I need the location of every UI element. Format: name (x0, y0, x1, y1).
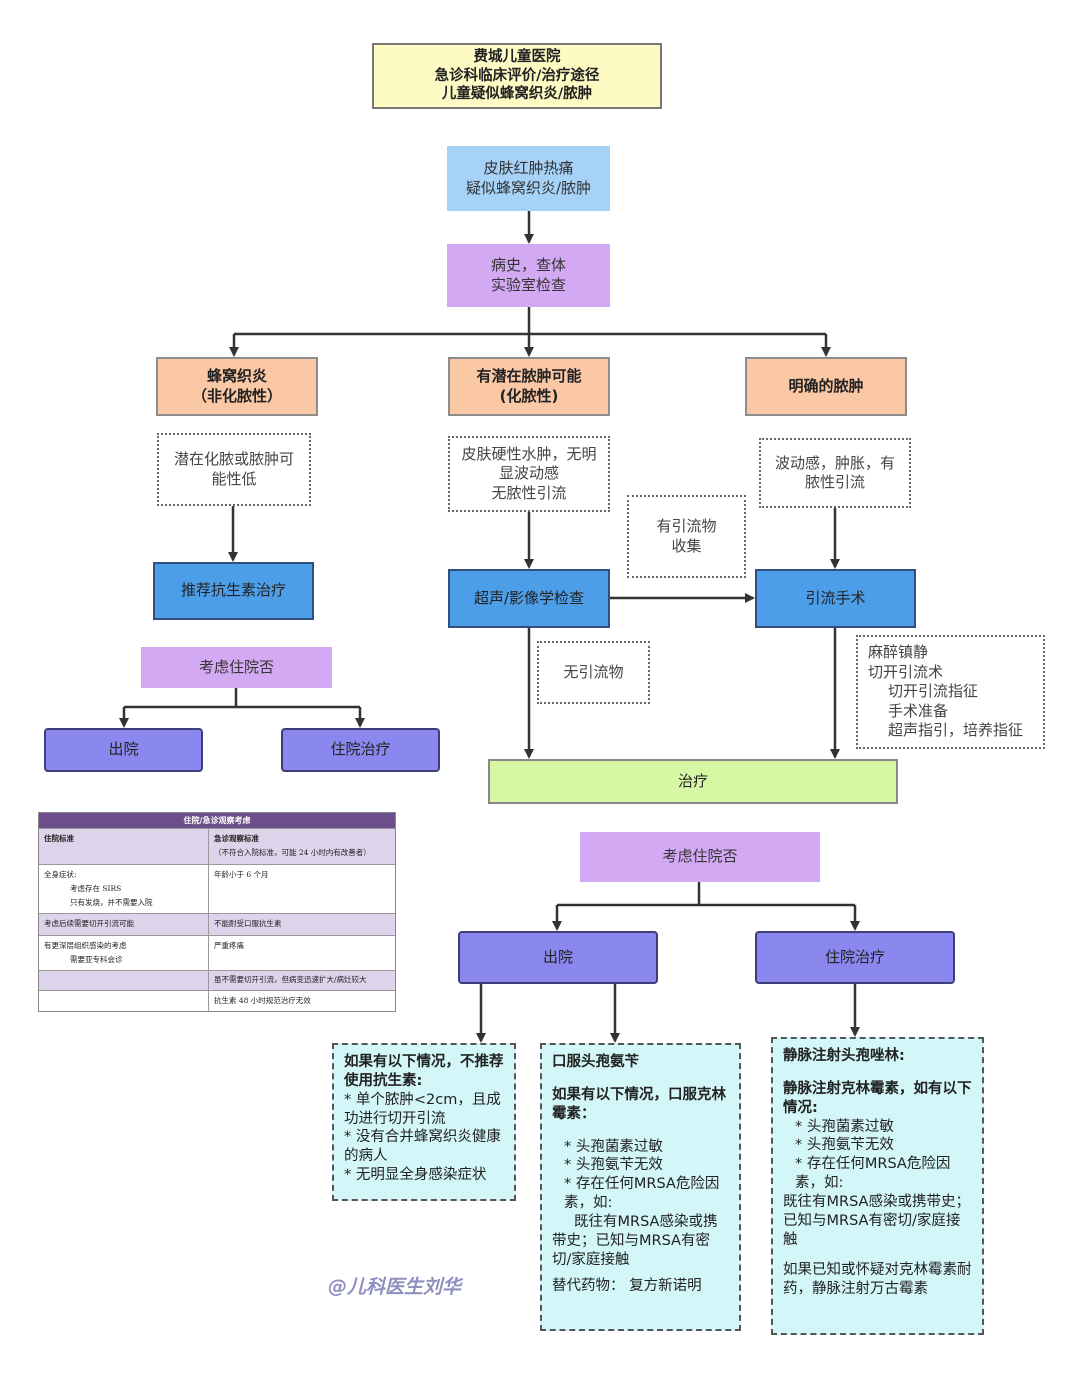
consider-admission-left: 考虑住院否 (141, 647, 332, 688)
discharge-left-box: 出院 (44, 728, 203, 772)
table-cell: 全身症状: 考虑存在 SIRS 只有发烧，并不需要入院 (39, 864, 209, 914)
no-fluid-note: 无引流物 (537, 641, 650, 704)
consider-admission-right: 考虑住院否 (580, 832, 820, 882)
discharge-right-box: 出院 (458, 931, 658, 984)
table-cell: 有更深层组织感染的考虑 需要亚专科会诊 (39, 935, 209, 970)
oral-antibiotics-box: 口服头孢氨苄 如果有以下情况，口服克林霉素： * 头孢菌素过敏 * 头孢氨苄无效… (540, 1043, 741, 1331)
watermark: @儿科医生刘华 (328, 1276, 462, 1298)
imaging-box: 超声/影像学检查 (448, 569, 610, 628)
table-cell (39, 990, 209, 1011)
low-risk-note: 潜在化脓或脓肿可 能性低 (157, 433, 311, 506)
possible-abscess-box: 有潜在脓肿可能 (化脓性) (448, 357, 610, 416)
workup-box: 病史，查体 实验室检查 (447, 244, 610, 307)
table-cell: 抗生素 48 小时规范治疗无效 (214, 995, 311, 1005)
pathway-title: 费城儿童医院 急诊科临床评价/治疗途径 儿童疑似蜂窝织炎/脓肿 (372, 43, 662, 109)
no-antibiotics-box: 如果有以下情况，不推荐使用抗生素: * 单个脓肿<2cm，且成功进行切开引流 *… (332, 1043, 516, 1201)
table-header-row: 住院标准 急诊观察标准 （不符合入院标准，可能 24 小时内有改善者） (39, 828, 395, 864)
presentation-box: 皮肤红肿热痛 疑似蜂窝织炎/脓肿 (447, 146, 610, 211)
table-cell: 虽不需要切开引流，但病变迅速扩大/病灶较大 (214, 975, 367, 984)
table-header-observation: 急诊观察标准 （不符合入院标准，可能 24 小时内有改善者） (214, 834, 371, 858)
abscess-box: 明确的脓肿 (745, 357, 907, 416)
table-header-admission: 住院标准 (39, 829, 209, 864)
table-cell: 年龄小于 6 个月 (214, 869, 269, 879)
table-cell: 考虑后续需要切开引流可能 (39, 914, 209, 935)
procedure-note: 麻醉镇静 切开引流术 切开引流指征 手术准备 超声指引，培养指征 (856, 635, 1045, 749)
table-title: 住院/急诊观察考虑 (39, 813, 395, 828)
table-row: 全身症状: 考虑存在 SIRS 只有发烧，并不需要入院 年龄小于 6 个月 (39, 863, 395, 914)
admission-criteria-table: 住院/急诊观察考虑 住院标准 急诊观察标准 （不符合入院标准，可能 24 小时内… (38, 812, 396, 1012)
table-row: 考虑后续需要切开引流可能 不能耐受口服抗生素 (39, 913, 395, 935)
treatment-box: 治疗 (488, 759, 898, 804)
fluid-collected-note: 有引流物 收集 (627, 495, 746, 578)
table-row: 抗生素 48 小时规范治疗无效 (39, 989, 395, 1011)
table-row: 虽不需要切开引流，但病变迅速扩大/病灶较大 (39, 970, 395, 990)
fluctuance-note: 波动感，肿胀，有 脓性引流 (759, 438, 911, 508)
table-row: 有更深层组织感染的考虑 需要亚专科会诊 严重疼痛 (39, 934, 395, 970)
induration-note: 皮肤硬性水肿，无明 显波动感 无脓性引流 (448, 436, 610, 512)
table-cell: 严重疼痛 (214, 940, 244, 950)
admit-left-box: 住院治疗 (281, 728, 440, 772)
drainage-box: 引流手术 (755, 569, 916, 628)
table-cell (39, 971, 209, 990)
iv-antibiotics-box: 静脉注射头孢唑林: 静脉注射克林霉素，如有以下情况: * 头孢菌素过敏 * 头孢… (771, 1037, 984, 1335)
antibiotics-box: 推荐抗生素治疗 (153, 562, 314, 620)
admit-right-box: 住院治疗 (755, 931, 955, 984)
table-cell: 不能耐受口服抗生素 (214, 919, 282, 929)
cellulitis-box: 蜂窝织炎 （非化脓性） (156, 357, 318, 416)
